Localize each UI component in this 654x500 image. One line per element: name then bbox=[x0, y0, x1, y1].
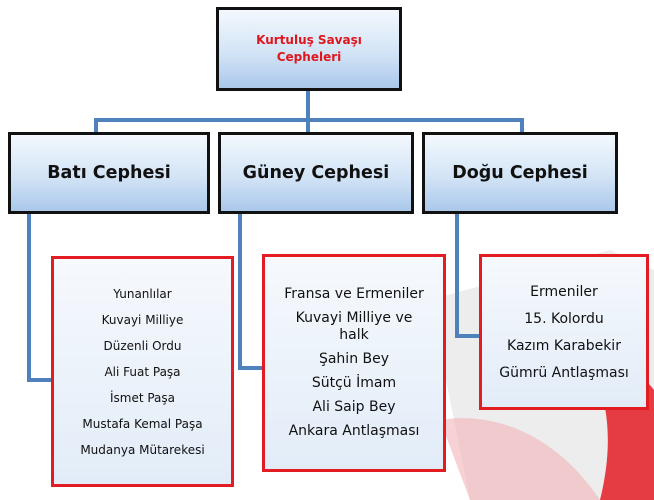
list-item: Yunanlılar bbox=[113, 286, 172, 301]
list-item: Ali Fuat Paşa bbox=[104, 364, 181, 379]
connector-bati-up bbox=[94, 118, 98, 134]
detail-box-bati: Yunanlılar Kuvayi Milliye Düzenli Ordu A… bbox=[51, 256, 234, 487]
connector-dogu-up bbox=[520, 118, 524, 134]
connector-root-down bbox=[306, 88, 310, 122]
list-item: Ermeniler bbox=[530, 283, 598, 300]
connector-bati-down bbox=[27, 212, 31, 382]
list-item: Fransa ve Ermeniler bbox=[284, 286, 424, 302]
swoosh-pink-shape bbox=[440, 418, 600, 500]
list-item: Düzenli Ordu bbox=[103, 338, 182, 353]
connector-guney-down bbox=[238, 212, 242, 370]
category-label-bati: Batı Cephesi bbox=[47, 163, 171, 183]
list-item: Sütçü İmam bbox=[311, 375, 397, 391]
list-item: İsmet Paşa bbox=[109, 390, 176, 405]
list-item: Mudanya Mütarekesi bbox=[80, 442, 205, 457]
connector-dogu-right bbox=[455, 334, 481, 338]
category-node-dogu: Doğu Cephesi bbox=[422, 132, 618, 214]
list-item: 15. Kolordu bbox=[524, 310, 604, 327]
list-item: Ali Saip Bey bbox=[312, 399, 396, 415]
connector-bati-right bbox=[27, 378, 53, 382]
category-label-dogu: Doğu Cephesi bbox=[452, 163, 588, 183]
connector-guney-up bbox=[306, 118, 310, 134]
category-label-guney: Güney Cephesi bbox=[242, 163, 390, 183]
detail-box-guney: Fransa ve Ermeniler Kuvayi Milliye ve ha… bbox=[262, 254, 446, 472]
connector-dogu-down bbox=[455, 212, 459, 338]
list-item: Kazım Karabekir bbox=[507, 337, 621, 354]
list-item: Şahin Bey bbox=[318, 351, 390, 367]
root-node: Kurtuluş Savaşı Cepheleri bbox=[216, 7, 402, 91]
list-item: Mustafa Kemal Paşa bbox=[82, 416, 203, 431]
category-node-guney: Güney Cephesi bbox=[218, 132, 414, 214]
list-item: Kuvayi Milliye bbox=[101, 312, 184, 327]
list-item: Kuvayi Milliye ve halk bbox=[295, 310, 413, 343]
detail-box-dogu: Ermeniler 15. Kolordu Kazım Karabekir Gü… bbox=[479, 254, 649, 410]
list-item: Ankara Antlaşması bbox=[288, 423, 420, 439]
root-title: Kurtuluş Savaşı Cepheleri bbox=[256, 33, 362, 64]
list-item: Gümrü Antlaşması bbox=[499, 364, 629, 381]
category-node-bati: Batı Cephesi bbox=[8, 132, 210, 214]
connector-guney-right bbox=[238, 366, 264, 370]
